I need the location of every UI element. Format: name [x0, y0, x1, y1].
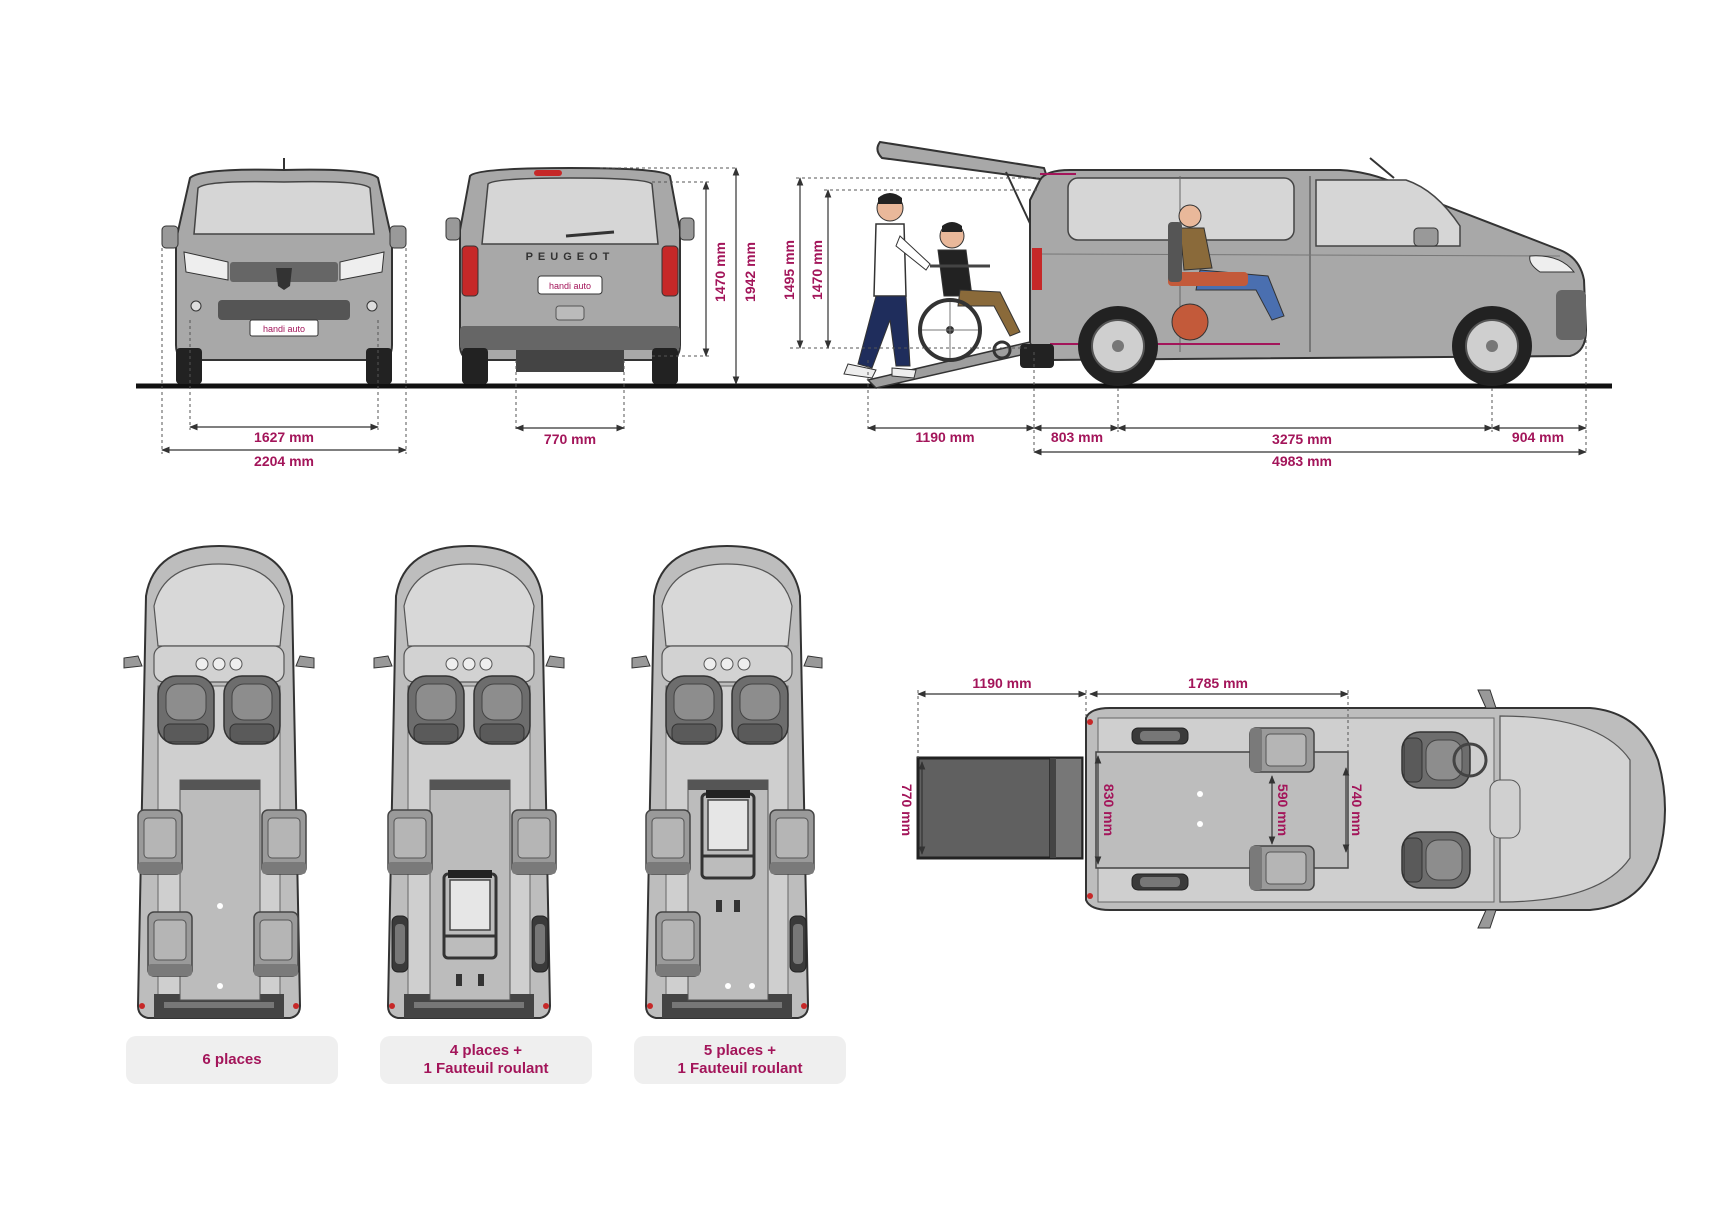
rear-dimension-guides — [515, 167, 736, 432]
dim-front-width-total: 2204 mm — [254, 453, 314, 469]
dim-side-total-length: 4983 mm — [1272, 453, 1332, 469]
front-view-van: handi auto — [161, 158, 407, 384]
layout-caption-line2: 1 Fauteuil roulant — [677, 1060, 803, 1077]
front-dimensions — [161, 248, 407, 454]
dim-rear-total-height: 1942 mm — [742, 242, 758, 302]
front-badge: handi auto — [263, 324, 305, 334]
dim-rear-ramp-width: 770 mm — [544, 431, 596, 447]
side-view-van — [843, 140, 1588, 389]
top-view-van — [916, 689, 1666, 929]
layout-caption-line1: 4 places + — [449, 1042, 523, 1059]
layout-caption-line1: 6 places — [202, 1051, 262, 1068]
dim-rear-door-height: 1470 mm — [712, 242, 728, 302]
rear-badge: handi auto — [549, 281, 591, 291]
dim-top-front-width: 740 mm — [1349, 784, 1365, 836]
dim-side-wheelbase: 3275 mm — [1272, 431, 1332, 447]
layout-4-places-wheelchair — [373, 545, 565, 1019]
dim-top-ramp-length: 1190 mm — [972, 675, 1031, 691]
dim-side-ramp-length: 1190 mm — [915, 429, 974, 445]
rear-view-van: PEUGEOT handi auto — [445, 166, 695, 384]
dim-top-aisle-width: 590 mm — [1275, 784, 1291, 836]
dim-front-width-inner: 1627 mm — [254, 429, 314, 445]
layout-caption-line1: 5 places + — [703, 1042, 777, 1059]
top-dimension-guides — [917, 690, 1349, 758]
dim-side-rear-overhang: 803 mm — [1051, 429, 1103, 445]
dim-side-front-overhang: 904 mm — [1512, 429, 1564, 445]
rear-brand: PEUGEOT — [526, 251, 615, 263]
layout-6-places — [123, 545, 315, 1019]
layout-caption-4-places: 4 places + 1 Fauteuil roulant — [380, 1036, 592, 1084]
dim-top-floor-length: 1785 mm — [1188, 675, 1248, 691]
dim-side-door-height: 1495 mm — [781, 240, 797, 300]
dim-top-floor-width: 830 mm — [1101, 784, 1117, 836]
layout-5-places-wheelchair — [631, 545, 823, 1019]
dim-side-clear-height: 1470 mm — [809, 240, 825, 300]
layout-caption-line2: 1 Fauteuil roulant — [423, 1060, 549, 1077]
layout-caption-5-places: 5 places + 1 Fauteuil roulant — [634, 1036, 846, 1084]
layout-caption-6-places: 6 places — [126, 1036, 338, 1084]
dim-top-ramp-width: 770 mm — [899, 784, 915, 836]
